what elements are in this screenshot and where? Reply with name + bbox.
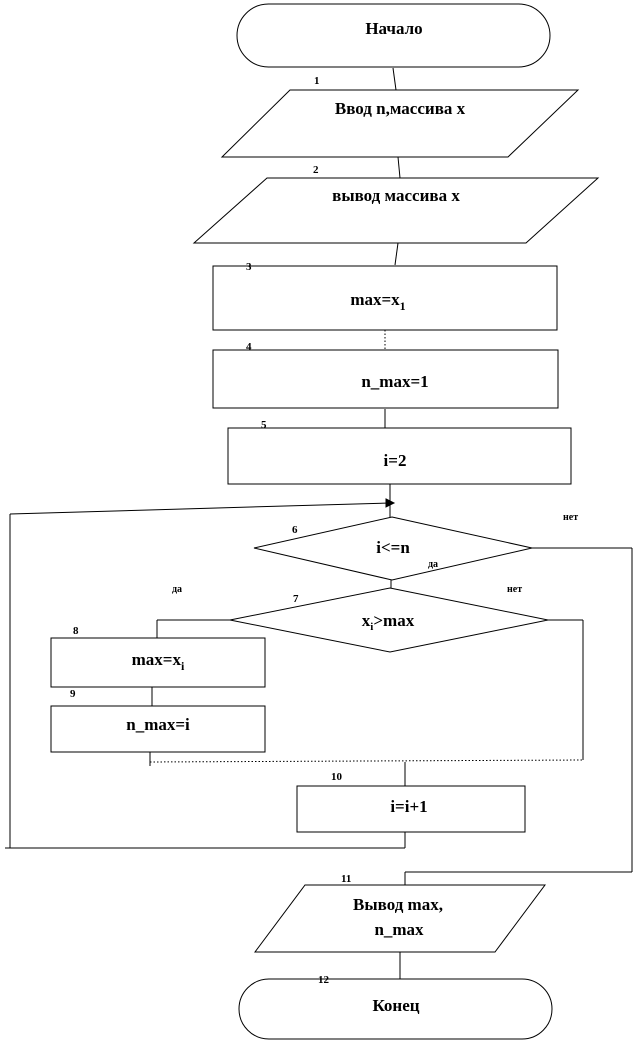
block-7-no-label: нет [507, 584, 522, 595]
block-end-label: Конец [372, 996, 419, 1015]
block-4-process: 4 n_max=1 [212, 341, 559, 409]
block-10-label: i=i+1 [390, 797, 427, 816]
block-7-yes-label: да [172, 584, 182, 595]
block-9-process: 9 n_max=i [50, 688, 266, 753]
block-1-number: 1 [314, 75, 320, 87]
block-3-label-main: max=x [350, 290, 400, 309]
block-8-process: 8 max=xi [50, 625, 266, 688]
block-10-process: 10 i=i+1 [296, 771, 526, 833]
block-5-label: i=2 [384, 451, 407, 470]
block-3-number: 3 [246, 261, 252, 273]
block-7-label-sub: i [370, 621, 373, 633]
block-1-label: Ввод n,массива x [335, 99, 466, 118]
block-6-decision: 6 i<=n нет да [253, 512, 578, 581]
block-5-process: 5 i=2 [227, 419, 572, 485]
block-end-number: 12 [318, 974, 330, 986]
block-11-number: 11 [341, 873, 351, 885]
block-1-input: 1 Ввод n,массива x [220, 75, 580, 158]
block-11-label-line2: n_max [374, 920, 424, 939]
block-6-no-label: нет [563, 512, 578, 523]
block-8-label-sub: i [181, 659, 185, 673]
block-9-number: 9 [70, 688, 76, 700]
block-8-label: max=xi [132, 650, 185, 673]
block-5-number: 5 [261, 419, 267, 431]
connectors [5, 67, 633, 979]
block-9-label: n_max=i [126, 715, 190, 734]
block-8-label-main: max=x [132, 650, 182, 669]
block-7-label-rest: >max [373, 611, 414, 630]
block-6-label: i<=n [376, 538, 410, 557]
block-2-output: 2 вывод массива x [192, 164, 600, 244]
block-start: Начало [236, 3, 551, 68]
block-7-label-main: x [362, 611, 371, 630]
block-end: 12 Конец [238, 974, 553, 1040]
block-4-label: n_max=1 [361, 372, 428, 391]
block-6-yes-label: да [428, 559, 438, 570]
block-7-label: xi>max [362, 611, 415, 633]
block-4-number: 4 [246, 341, 252, 353]
block-7-decision: 7 xi>max да нет [172, 584, 549, 653]
block-11-label-line1: Вывод max, [353, 895, 443, 914]
block-6-number: 6 [292, 524, 298, 536]
block-start-label: Начало [365, 19, 422, 38]
block-3-label-sub: 1 [400, 299, 406, 313]
block-10-number: 10 [331, 771, 343, 783]
block-8-number: 8 [73, 625, 79, 637]
block-7-number: 7 [293, 593, 299, 605]
block-3-label: max=x1 [350, 290, 405, 313]
block-2-number: 2 [313, 164, 319, 176]
block-2-label: вывод массива x [332, 186, 460, 205]
block-3-process: 3 max=x1 [212, 261, 558, 331]
block-11-output: 11 Вывод max, n_max [254, 873, 546, 953]
